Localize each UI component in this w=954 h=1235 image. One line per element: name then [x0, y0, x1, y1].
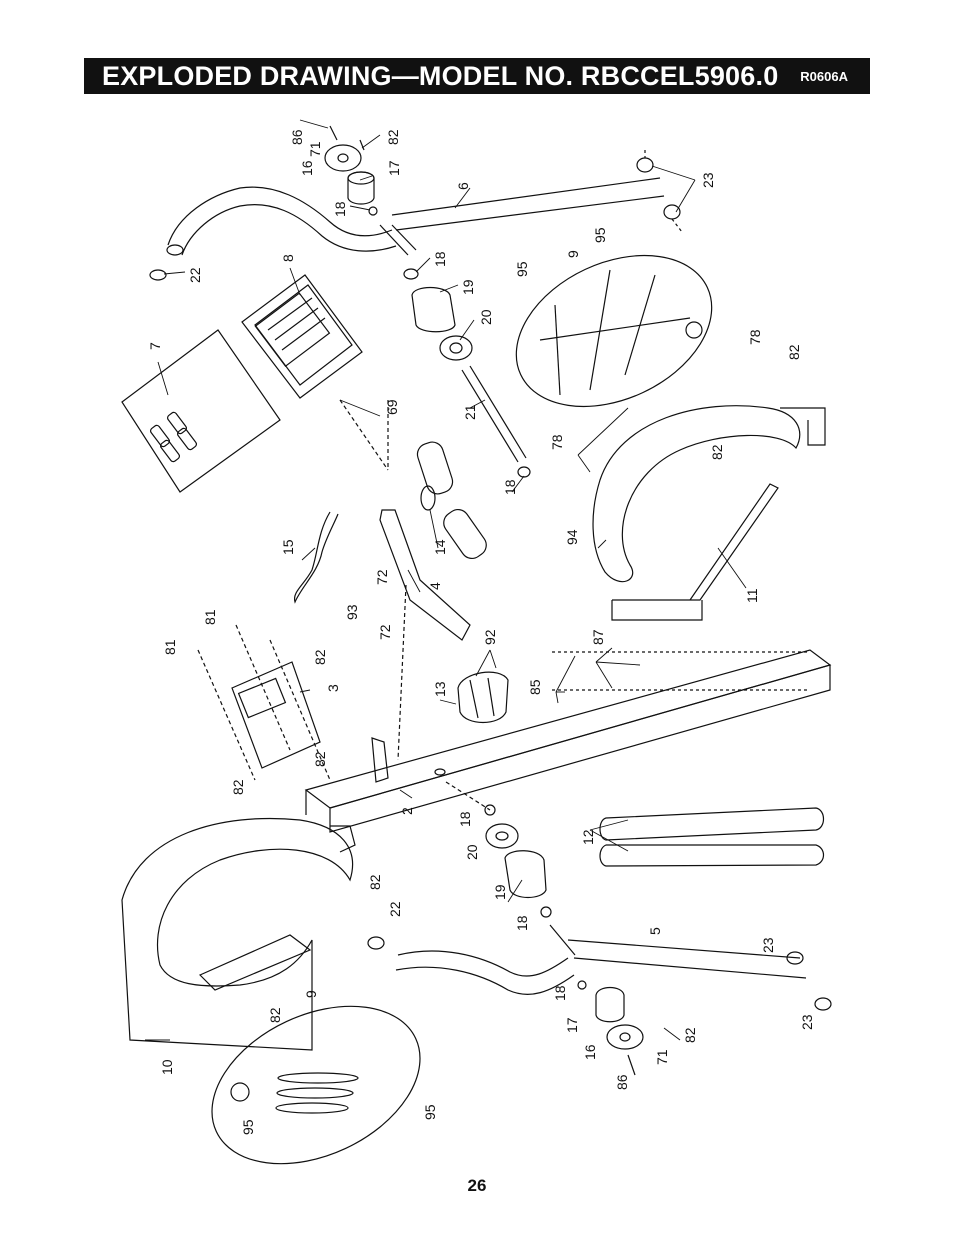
- label-23: 23: [760, 937, 776, 953]
- bottle-holder-part-13: [457, 671, 509, 723]
- label-82: 82: [367, 874, 383, 890]
- upright-part-4: [379, 509, 471, 761]
- lower-end-caps-part-23: [786, 951, 832, 1011]
- shield-part-9-upper: [515, 254, 713, 408]
- upper-arm-part-6: [166, 177, 665, 256]
- label-95: 95: [592, 227, 608, 243]
- label-4: 4: [427, 582, 443, 590]
- label-2: 2: [399, 807, 415, 815]
- bracket-part-3: [197, 624, 331, 781]
- wire-harness-part-15: [293, 511, 339, 604]
- label-6: 6: [455, 182, 471, 190]
- label-82: 82: [385, 129, 401, 145]
- label-11: 11: [744, 588, 760, 603]
- label-20: 20: [478, 309, 494, 325]
- label-86: 86: [289, 129, 305, 145]
- label-82: 82: [709, 444, 725, 460]
- label-22: 22: [187, 267, 203, 283]
- label-82: 82: [786, 344, 802, 360]
- upper-pivot-hardware: [324, 125, 378, 216]
- label-19: 19: [460, 279, 476, 295]
- upper-end-caps-part-23: [636, 150, 683, 233]
- console-cover-part-7: [121, 329, 281, 493]
- label-22: 22: [387, 901, 403, 917]
- label-12: 12: [580, 829, 596, 845]
- label-16: 16: [582, 1044, 598, 1060]
- label-18: 18: [432, 251, 448, 267]
- label-95: 95: [422, 1104, 438, 1120]
- label-71: 71: [654, 1049, 670, 1065]
- lower-arm-part-5: [367, 924, 807, 995]
- label-18: 18: [552, 985, 568, 1001]
- shield-part-9-lower: [211, 1005, 421, 1165]
- label-85: 85: [527, 679, 543, 695]
- label-18: 18: [502, 479, 518, 495]
- label-94: 94: [564, 529, 580, 545]
- end-cap-part-22: [149, 269, 167, 281]
- label-93: 93: [344, 604, 360, 620]
- page-title: EXPLODED DRAWING—MODEL NO. RBCCEL5906.0: [102, 61, 779, 91]
- label-95: 95: [514, 261, 530, 277]
- label-18: 18: [514, 915, 530, 931]
- drawing-code: R0606A: [800, 69, 848, 84]
- label-82: 82: [230, 779, 246, 795]
- label-8: 8: [280, 254, 296, 262]
- label-81: 81: [162, 639, 178, 655]
- shroud-part-11: [592, 405, 826, 621]
- label-82: 82: [267, 1007, 283, 1023]
- label-7: 7: [147, 342, 163, 350]
- label-78: 78: [747, 329, 763, 345]
- label-14: 14: [432, 539, 448, 555]
- label-78: 78: [549, 434, 565, 450]
- label-23: 23: [799, 1014, 815, 1030]
- label-82: 82: [682, 1027, 698, 1043]
- part-labels: 86 71 82 16 17 18 6 23 22 8 18 19 95 9 9…: [147, 129, 815, 1135]
- center-pivot-stack: [339, 268, 531, 478]
- leader-lines: [145, 119, 747, 1041]
- label-87: 87: [590, 629, 606, 645]
- main-frame-part-2: [304, 649, 832, 833]
- label-19: 19: [492, 884, 508, 900]
- label-16: 16: [299, 160, 315, 176]
- label-18: 18: [332, 201, 348, 217]
- label-17: 17: [564, 1017, 580, 1033]
- label-95: 95: [240, 1119, 256, 1135]
- label-23: 23: [700, 172, 716, 188]
- label-9: 9: [565, 250, 581, 258]
- label-86: 86: [614, 1074, 630, 1090]
- label-82: 82: [312, 751, 328, 767]
- label-15: 15: [280, 539, 296, 555]
- handle-grips-part-14: [416, 441, 487, 560]
- label-9: 9: [303, 990, 319, 998]
- label-20: 20: [464, 844, 480, 860]
- label-72: 72: [374, 569, 390, 585]
- label-10: 10: [159, 1059, 175, 1075]
- label-3: 3: [325, 684, 341, 692]
- label-72: 72: [377, 624, 393, 640]
- console-part-8: [241, 274, 363, 399]
- title-bar: EXPLODED DRAWING—MODEL NO. RBCCEL5906.0 …: [84, 58, 870, 94]
- label-21: 21: [462, 404, 478, 420]
- label-69: 69: [384, 399, 400, 415]
- label-17: 17: [386, 160, 402, 176]
- label-13: 13: [432, 681, 448, 697]
- label-92: 92: [482, 629, 498, 645]
- label-18: 18: [457, 811, 473, 827]
- tubes-part-12: [599, 807, 825, 867]
- lower-pivot-hardware: [577, 980, 644, 1076]
- shroud-part-10: [121, 817, 356, 1051]
- label-5: 5: [647, 927, 663, 935]
- page-number: 26: [467, 1176, 487, 1195]
- label-71: 71: [307, 141, 323, 157]
- lower-pivot-stack: [445, 781, 552, 918]
- label-81: 81: [202, 609, 218, 625]
- label-82: 82: [312, 649, 328, 665]
